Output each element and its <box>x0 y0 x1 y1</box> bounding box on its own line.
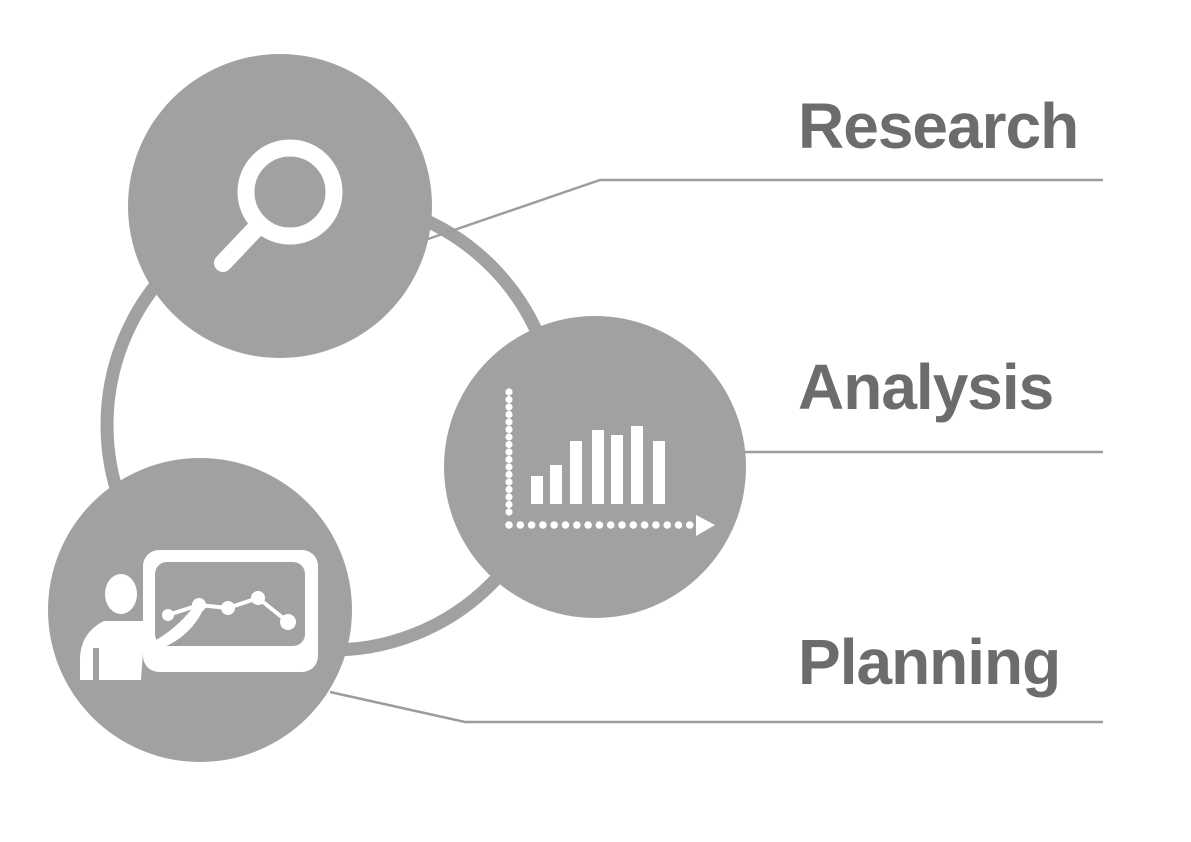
analysis-label: Analysis <box>798 351 1054 423</box>
research-leader-line <box>424 178 1103 242</box>
presentation-icon <box>80 550 318 680</box>
research-label: Research <box>798 90 1079 162</box>
planning-label: Planning <box>798 626 1061 698</box>
research-circle <box>128 54 432 358</box>
planning-leader-line <box>329 690 1103 724</box>
magnifier-icon <box>214 139 343 272</box>
bar-chart-icon <box>505 388 715 536</box>
